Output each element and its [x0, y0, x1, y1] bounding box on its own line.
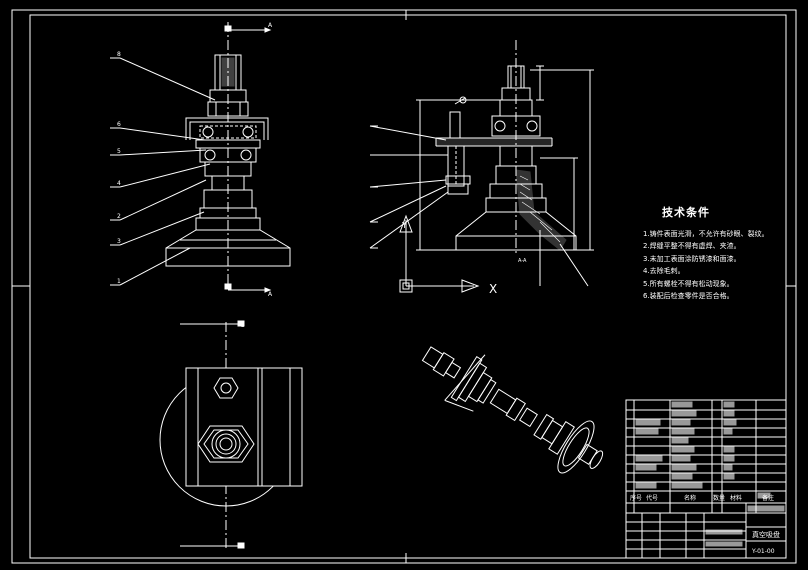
callout-8: 8 [117, 51, 121, 58]
section-marker-bottom: B [241, 323, 245, 329]
requirement-item: 6.装配后检查零件是否合格。 [643, 292, 734, 301]
axis-x-label: X [489, 282, 497, 296]
requirement-item: 4.去除毛刺。 [643, 267, 685, 276]
front-view [110, 22, 291, 293]
header-name: 名称 [684, 494, 696, 502]
callout-6: 6 [117, 121, 121, 128]
header-qty: 数量 [713, 494, 725, 502]
side-section-view [369, 40, 594, 293]
parts-list [625, 399, 787, 559]
requirement-item: 5.所有螺栓不得有松动现象。 [643, 279, 734, 288]
requirement-item: 3.未加工表面涂防锈漆和面漆。 [643, 254, 741, 263]
detail-label: A-A [518, 258, 527, 264]
requirement-item: 2.焊缝平整不得有虚焊、夹渣。 [643, 242, 741, 251]
isometric-view [421, 346, 604, 474]
callout-1: 1 [117, 278, 121, 285]
header-material: 材料 [730, 494, 742, 502]
header-remark: 备注 [762, 494, 774, 502]
technical-requirements-title: 技术条件 [662, 206, 710, 219]
drawing-title: 真空吸盘 [752, 530, 780, 539]
drawing-number: Y-01-00 [751, 548, 775, 555]
axis-y-label: Y [401, 221, 407, 230]
header-code: 代号 [646, 494, 658, 502]
callout-4: 4 [117, 180, 121, 187]
section-marker-top-2: A [268, 291, 273, 298]
callout-5: 5 [117, 148, 121, 155]
header-seq: 序号 [630, 494, 642, 502]
top-view [159, 320, 303, 549]
section-marker-top: A [268, 22, 273, 29]
technical-requirements-list: 1.铸件表面光滑，不允许有砂眼、裂纹。 2.焊缝平整不得有虚焊、夹渣。 3.未加… [643, 228, 793, 302]
requirement-item: 1.铸件表面光滑，不允许有砂眼、裂纹。 [643, 230, 769, 238]
callout-2: 2 [117, 213, 121, 220]
callout-3: 3 [117, 238, 121, 245]
